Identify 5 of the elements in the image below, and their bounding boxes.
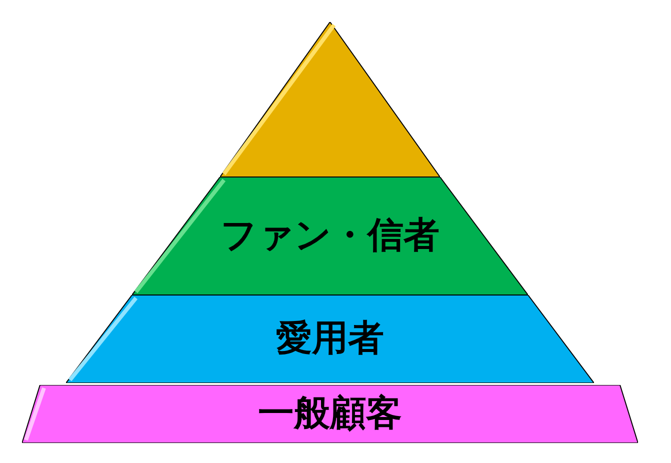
tier-label: 一般顧客: [258, 396, 402, 432]
pyramid-tier: [22, 385, 638, 443]
tier-label: 愛用者: [276, 321, 384, 357]
tier-label: ファン・信者: [220, 218, 440, 254]
pyramid-tier: [66, 295, 594, 383]
